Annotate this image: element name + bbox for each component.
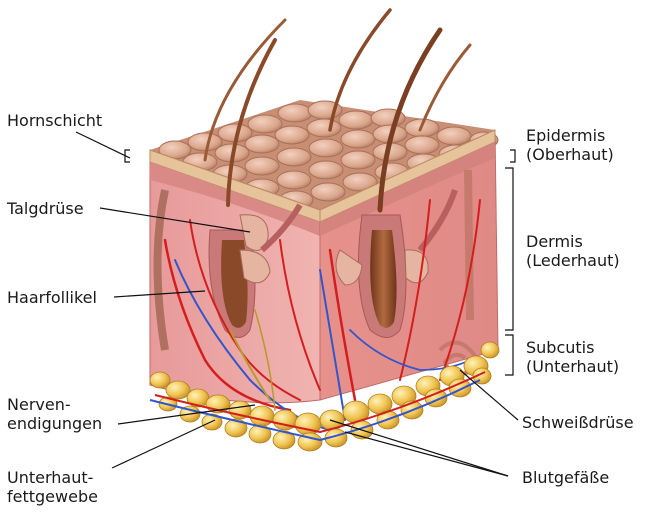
label-unterhautfettgewebe: Unterhaut- fettgewebe [7,468,98,506]
label-subcutis-line2: (Unterhaut) [526,357,619,376]
leader-blutgefaesse-2 [330,420,508,476]
label-schweissdruese: Schweißdrüse [522,413,634,432]
label-nervenendigungen-line1: Nerven- [7,395,102,414]
label-dermis: Dermis (Lederhaut) [526,232,620,270]
label-fettgewebe-line1: Unterhaut- [7,468,98,487]
bracket-subcutis [505,335,513,375]
label-subcutis: Subcutis (Unterhaut) [526,338,619,376]
label-haarfollikel: Haarfollikel [7,288,97,307]
leader-fettgewebe [112,420,215,468]
label-blutgefaesse: Blutgefäße [522,468,609,487]
leader-hornschicht [76,132,130,158]
leader-blutgefaesse-1 [345,432,508,476]
label-dermis-line1: Dermis [526,232,620,251]
label-dermis-line2: (Lederhaut) [526,251,620,270]
label-epidermis: Epidermis (Oberhaut) [526,126,614,164]
label-nervenendigungen-line2: endigungen [7,414,102,433]
label-fettgewebe-line2: fettgewebe [7,487,98,506]
label-subcutis-line1: Subcutis [526,338,619,357]
label-nervenendigungen: Nerven- endigungen [7,395,102,433]
label-talgdruese: Talgdrüse [7,199,84,218]
label-epidermis-line1: Epidermis [526,126,614,145]
bracket-dermis [505,168,513,330]
label-hornschicht: Hornschicht [7,111,102,130]
label-epidermis-line2: (Oberhaut) [526,145,614,164]
bracket-epidermis [510,150,515,162]
